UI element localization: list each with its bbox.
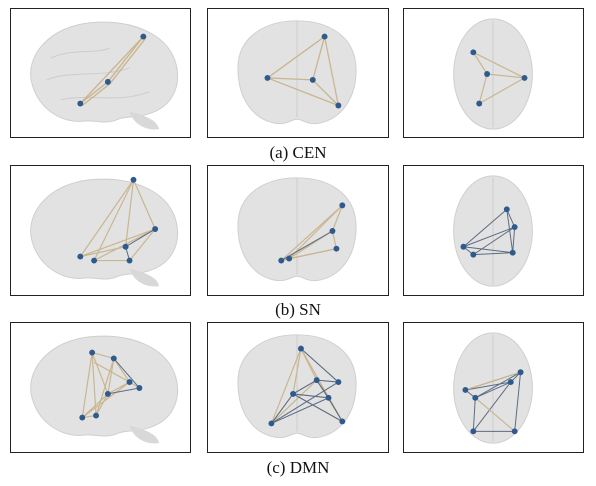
cen-coronal-panel [207, 8, 389, 138]
cen-coronal-nodes [264, 33, 342, 109]
dmn-axial-panel [403, 322, 584, 453]
dmn-coronal-nodes [268, 345, 346, 427]
dmn-coronal-edges-dark [270, 348, 343, 424]
row-caption-cen: (a) CEN [269, 143, 327, 162]
brain-axial-silhouette [453, 175, 533, 287]
brain-sagittal-silhouette [30, 335, 179, 444]
brain-coronal-silhouette [237, 177, 357, 282]
dmn-sagittal-view [30, 335, 179, 444]
dmn-axial-edges-light [465, 371, 521, 432]
dmn-coronal-panel [207, 322, 389, 453]
row-caption-dmn: (c) DMN [266, 458, 330, 477]
sn-sagittal-view [30, 176, 179, 287]
sn-coronal-panel [207, 165, 389, 296]
cen-sagittal-panel [10, 8, 191, 138]
sn-axial-nodes [460, 206, 518, 258]
dmn-sagittal-panel [10, 322, 191, 453]
sn-axial-view [453, 175, 533, 287]
cen-axial-edges [472, 51, 525, 105]
cen-axial-nodes [470, 49, 528, 107]
cen-coronal-edges [267, 36, 339, 107]
dmn-coronal-view [237, 334, 357, 439]
dmn-axial-nodes [462, 369, 524, 435]
cen-sagittal-view [30, 21, 179, 130]
dmn-sagittal-nodes [79, 349, 143, 421]
sn-coronal-view [237, 177, 357, 282]
dmn-axial-view [453, 332, 533, 444]
sn-sagittal-panel [10, 165, 191, 296]
brain-sagittal-silhouette [30, 21, 179, 130]
sn-coronal-nodes [278, 202, 346, 264]
dmn-sagittal-edges-dark [107, 358, 140, 395]
sn-coronal-edges-dark [281, 230, 333, 261]
dmn-axial-edges [465, 371, 522, 432]
cen-coronal-view [237, 20, 357, 125]
row-caption-sn: (b) SN [275, 300, 321, 319]
brain-coronal-silhouette [237, 334, 357, 439]
sn-axial-panel [403, 165, 584, 296]
sn-sagittal-nodes [77, 176, 159, 264]
brain-sagittal-silhouette [30, 178, 179, 287]
cen-sagittal-edges [79, 36, 146, 107]
cen-sagittal-nodes [77, 33, 147, 107]
cen-axial-view [453, 18, 533, 130]
brain-axial-silhouette [453, 18, 533, 130]
cen-axial-panel [403, 8, 584, 138]
